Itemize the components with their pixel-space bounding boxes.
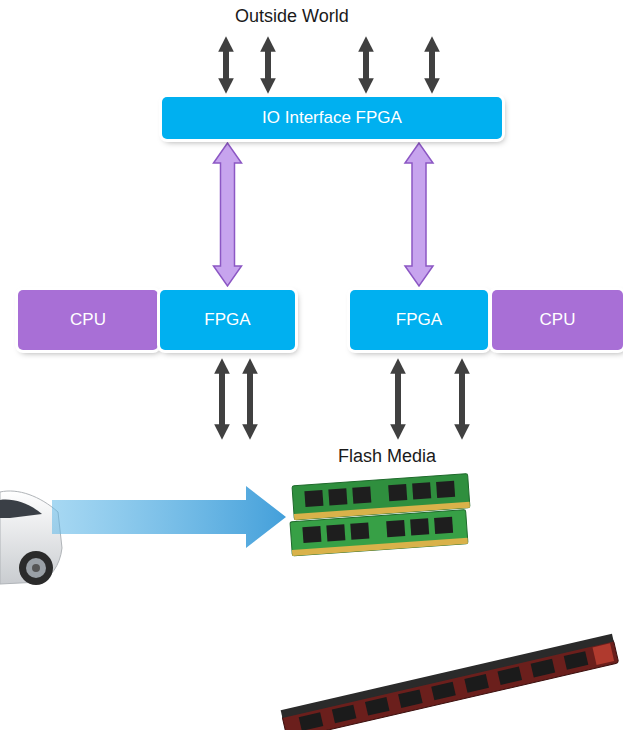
flash-arrow	[247, 366, 253, 432]
fpga-box: IO Interface FPGA	[162, 97, 502, 139]
cpu-box: CPU	[492, 290, 623, 350]
fpga-box: FPGA	[350, 290, 488, 350]
section-label: Flash Media	[338, 446, 436, 467]
box-label: CPU	[70, 310, 106, 330]
flash-arrows	[222, 366, 462, 432]
data-flow-arrow	[52, 486, 286, 548]
io-arrow	[265, 44, 271, 86]
box-label: FPGA	[204, 310, 250, 330]
io-arrow	[363, 44, 369, 86]
flash-arrow	[219, 366, 225, 432]
flash-arrow	[395, 366, 401, 432]
box-label: CPU	[540, 310, 576, 330]
io-arrow	[223, 44, 229, 86]
io-arrows	[226, 44, 432, 86]
bus-arrow	[405, 143, 433, 286]
io-arrow	[429, 44, 435, 86]
box-label: IO Interface FPGA	[262, 108, 402, 128]
flash-arrow	[459, 366, 465, 432]
flash-card-picture	[281, 634, 619, 730]
cpu-box: CPU	[18, 290, 158, 350]
box-label: FPGA	[396, 310, 442, 330]
section-label: Outside World	[235, 6, 349, 27]
ram-picture	[290, 474, 470, 556]
fpga-box: FPGA	[160, 290, 295, 350]
bus-arrow	[214, 143, 242, 286]
